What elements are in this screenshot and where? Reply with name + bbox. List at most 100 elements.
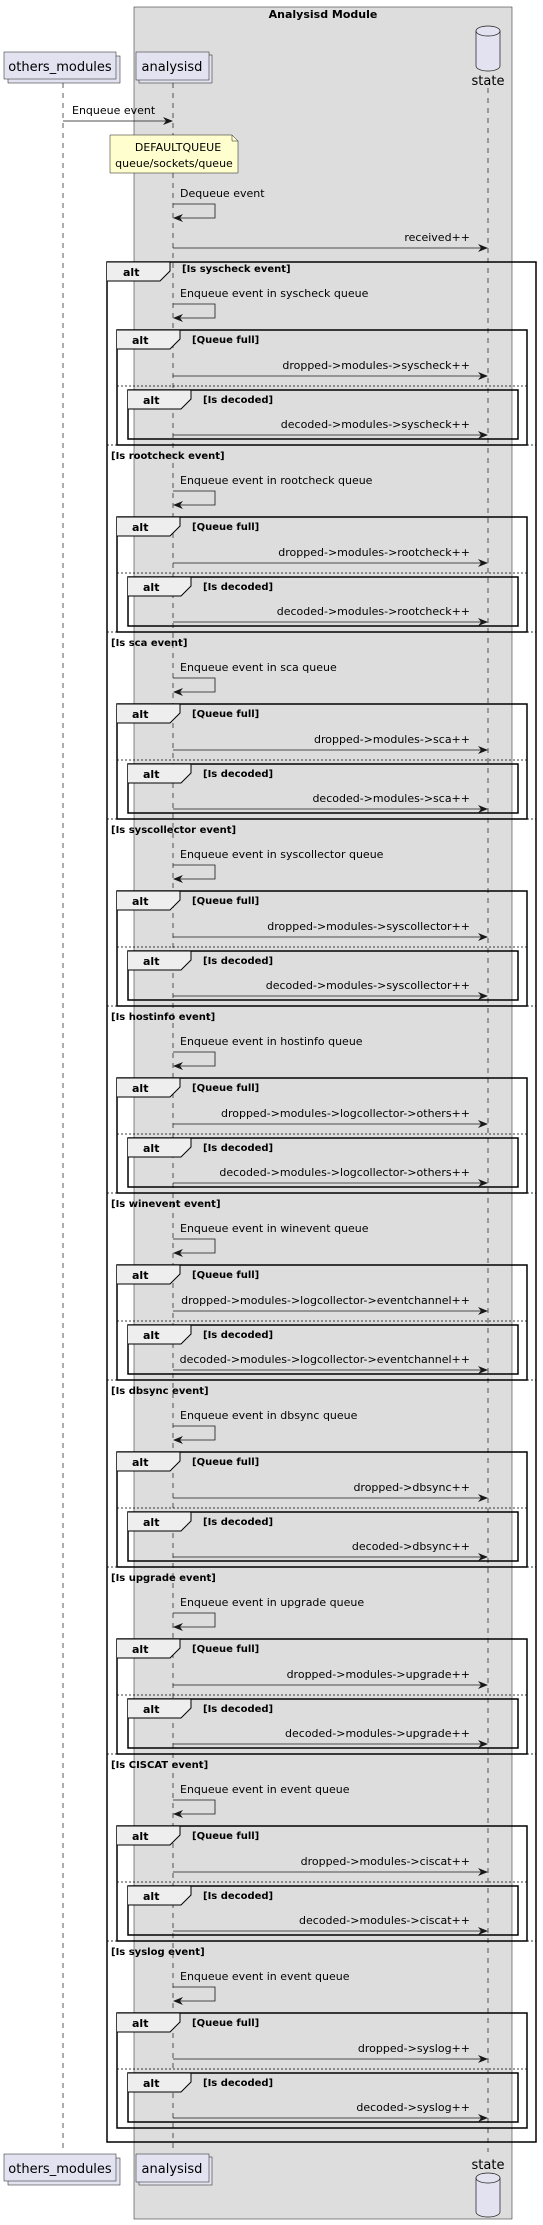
queue-full-alt-keyword: alt (132, 1830, 148, 1843)
dropped-label: dropped->modules->syscollector++ (267, 920, 470, 933)
section-enqueue-label: Enqueue event in rootcheck queue (180, 474, 373, 487)
decoded-label: decoded->modules->rootcheck++ (277, 605, 470, 618)
section-enqueue-self-arrow (173, 1799, 216, 1818)
decoded-label: decoded->modules->logcollector->others++ (219, 1166, 470, 1179)
section-condition: [Is upgrade event] (111, 1573, 216, 1584)
decoded-label: decoded->modules->ciscat++ (299, 1914, 470, 1927)
section-condition: [Is dbsync event] (111, 1386, 209, 1397)
received-label: received++ (404, 231, 470, 244)
alt-section: [Is dbsync event] Enqueue event in dbsync… (107, 1379, 536, 1568)
queue-full-alt-keyword: alt (132, 1082, 148, 1095)
queue-full-alt-frame (116, 1825, 528, 1942)
participant-state-bottom: state (472, 2158, 504, 2218)
decoded-alt-keyword: alt (143, 955, 159, 968)
decoded-alt-frame (127, 1324, 519, 1375)
dropped-label: dropped->modules->logcollector->others++ (221, 1107, 470, 1120)
decoded-alt-frame (127, 1511, 519, 1562)
decoded-label: decoded->modules->syscheck++ (281, 418, 470, 431)
decoded-label: decoded->modules->logcollector->eventcha… (180, 1353, 470, 1366)
main-alt-frame (106, 261, 537, 2143)
participant-state-label: state (472, 74, 505, 89)
queue-full-alt-keyword: alt (132, 334, 148, 347)
decoded-alt-tab (128, 1885, 192, 1906)
decoded-alt-keyword: alt (143, 1703, 159, 1716)
decoded-alt-tab (128, 1698, 192, 1719)
queue-full-alt-tab (117, 703, 181, 724)
queue-full-alt-keyword: alt (132, 895, 148, 908)
decoded-guard: [Is decoded] (203, 395, 273, 406)
queue-full-guard: [Queue full] (192, 709, 259, 720)
section-enqueue-self-arrow (173, 1612, 216, 1631)
queue-full-alt-keyword: alt (132, 1643, 148, 1656)
queue-full-guard: [Queue full] (192, 1083, 259, 1094)
queue-full-alt-frame (116, 1264, 528, 1381)
queue-full-alt-keyword: alt (132, 521, 148, 534)
section-condition: [Is syslog event] (111, 1947, 205, 1958)
queue-full-alt-tab (117, 1077, 181, 1098)
decoded-guard: [Is decoded] (203, 1891, 273, 1902)
decoded-alt-keyword: alt (143, 1142, 159, 1155)
participant-others-modules-label: others_modules (8, 2162, 112, 2177)
dropped-label: dropped->modules->rootcheck++ (278, 546, 470, 559)
section-enqueue-self-arrow (173, 490, 216, 509)
decoded-alt-frame (127, 763, 519, 814)
queue-full-alt-frame (116, 1077, 528, 1194)
section-enqueue-label: Enqueue event in winevent queue (180, 1222, 369, 1235)
decoded-guard: [Is decoded] (203, 1143, 273, 1154)
section-enqueue-self-arrow (173, 1425, 216, 1444)
queue-full-guard: [Queue full] (192, 1831, 259, 1842)
participant-others-modules-top: others_modules (3, 51, 121, 84)
alt-section: [Is syscollector event]Enqueue event in … (107, 818, 536, 1007)
queue-full-alt-frame (116, 703, 528, 820)
alt-section: [Is winevent event]Enqueue event in wine… (107, 1192, 536, 1381)
participant-others-modules-label: others_modules (8, 60, 112, 75)
decoded-alt-tab (128, 1137, 192, 1158)
decoded-guard: [Is decoded] (203, 582, 273, 593)
participant-analysisd-top: analysisd (135, 51, 213, 84)
decoded-label: decoded->syslog++ (356, 2101, 470, 2114)
section-enqueue-label: Enqueue event in dbsync queue (180, 1409, 358, 1422)
section-enqueue-self-arrow (173, 1051, 216, 1070)
decoded-label: decoded->dbsync++ (352, 1540, 470, 1553)
alt-section: [Is rootcheck event] Enqueue event in roo… (107, 444, 536, 633)
alt-section: [Is hostinfo event]Enqueue event in host… (107, 1005, 536, 1194)
decoded-guard: [Is decoded] (203, 1704, 273, 1715)
alt-section: [Is sca event]Enqueue event in sca queue… (107, 631, 536, 820)
queue-full-alt-tab (117, 1638, 181, 1659)
queue-full-alt-tab (117, 516, 181, 537)
section-enqueue-label: Enqueue event in syscheck queue (180, 287, 369, 300)
queue-full-alt-tab (117, 1451, 181, 1472)
decoded-guard: [Is decoded] (203, 1517, 273, 1528)
queue-full-alt-frame (116, 2012, 528, 2129)
decoded-alt-tab (128, 763, 192, 784)
section-enqueue-self-arrow (173, 677, 216, 696)
module-box-title: Analysisd Module (269, 8, 378, 21)
participant-analysisd-label: analysisd (142, 2162, 203, 2177)
decoded-alt-keyword: alt (143, 394, 159, 407)
section-enqueue-self-arrow (173, 303, 216, 322)
decoded-alt-keyword: alt (143, 1329, 159, 1342)
decoded-alt-tab (128, 1511, 192, 1532)
queue-full-alt-keyword: alt (132, 708, 148, 721)
decoded-guard: [Is decoded] (203, 1330, 273, 1341)
alt-section: [Is upgrade event]Enqueue event in upgra… (107, 1566, 536, 1755)
decoded-alt-frame (127, 950, 519, 1001)
queue-full-alt-tab (117, 1825, 181, 1846)
decoded-alt-tab (128, 389, 192, 410)
decoded-alt-keyword: alt (143, 768, 159, 781)
dropped-label: dropped->dbsync++ (353, 1481, 470, 1494)
section-condition: [Is rootcheck event] (111, 451, 225, 462)
decoded-label: decoded->modules->syscollector++ (266, 979, 470, 992)
section-condition: [Is syscheck event] (182, 264, 291, 275)
participant-others-modules-bottom: others_modules (3, 2153, 121, 2186)
section-condition: [Is sca event] (111, 638, 187, 649)
queue-full-alt-frame (116, 890, 528, 1007)
queue-full-alt-frame (116, 516, 528, 633)
dropped-label: dropped->modules->syscheck++ (282, 359, 470, 372)
decoded-alt-tab (128, 576, 192, 597)
queue-full-alt-frame (116, 329, 528, 446)
section-enqueue-self-arrow (173, 1986, 216, 2005)
decoded-label: decoded->modules->upgrade++ (285, 1727, 470, 1740)
queue-full-alt-tab (117, 1264, 181, 1285)
alt-sections: [Is syscheck event] Enqueue event in sysc… (107, 264, 536, 2129)
